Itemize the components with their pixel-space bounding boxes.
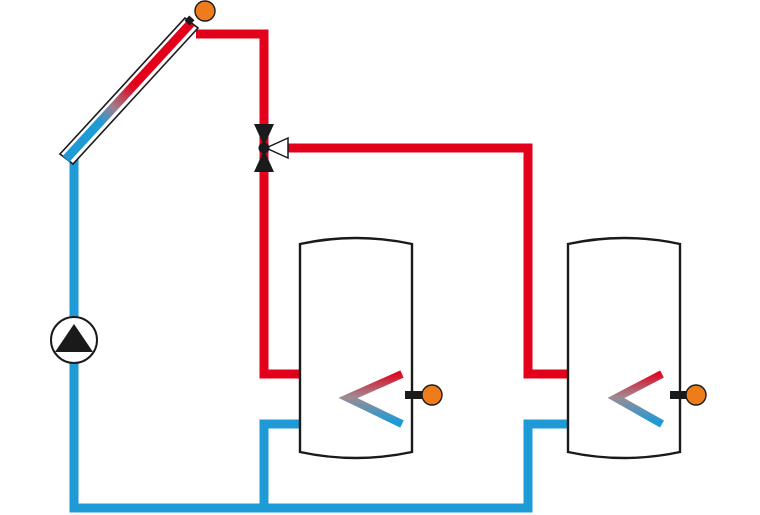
- tank-2-heat-exchanger-coil: [607, 370, 664, 428]
- storage-tank-1-icon: [298, 236, 425, 460]
- solar-collector-icon: [58, 15, 200, 166]
- storage-tank-2-icon: [566, 236, 690, 460]
- tank-1-heat-exchanger-coil: [338, 370, 404, 428]
- collector-sensor-icon: [194, 0, 216, 22]
- pump-icon: [50, 316, 98, 364]
- tank-1-sensor-icon: [421, 384, 443, 406]
- tank-2-sensor-icon: [685, 384, 707, 406]
- three-way-valve-icon: [254, 124, 289, 172]
